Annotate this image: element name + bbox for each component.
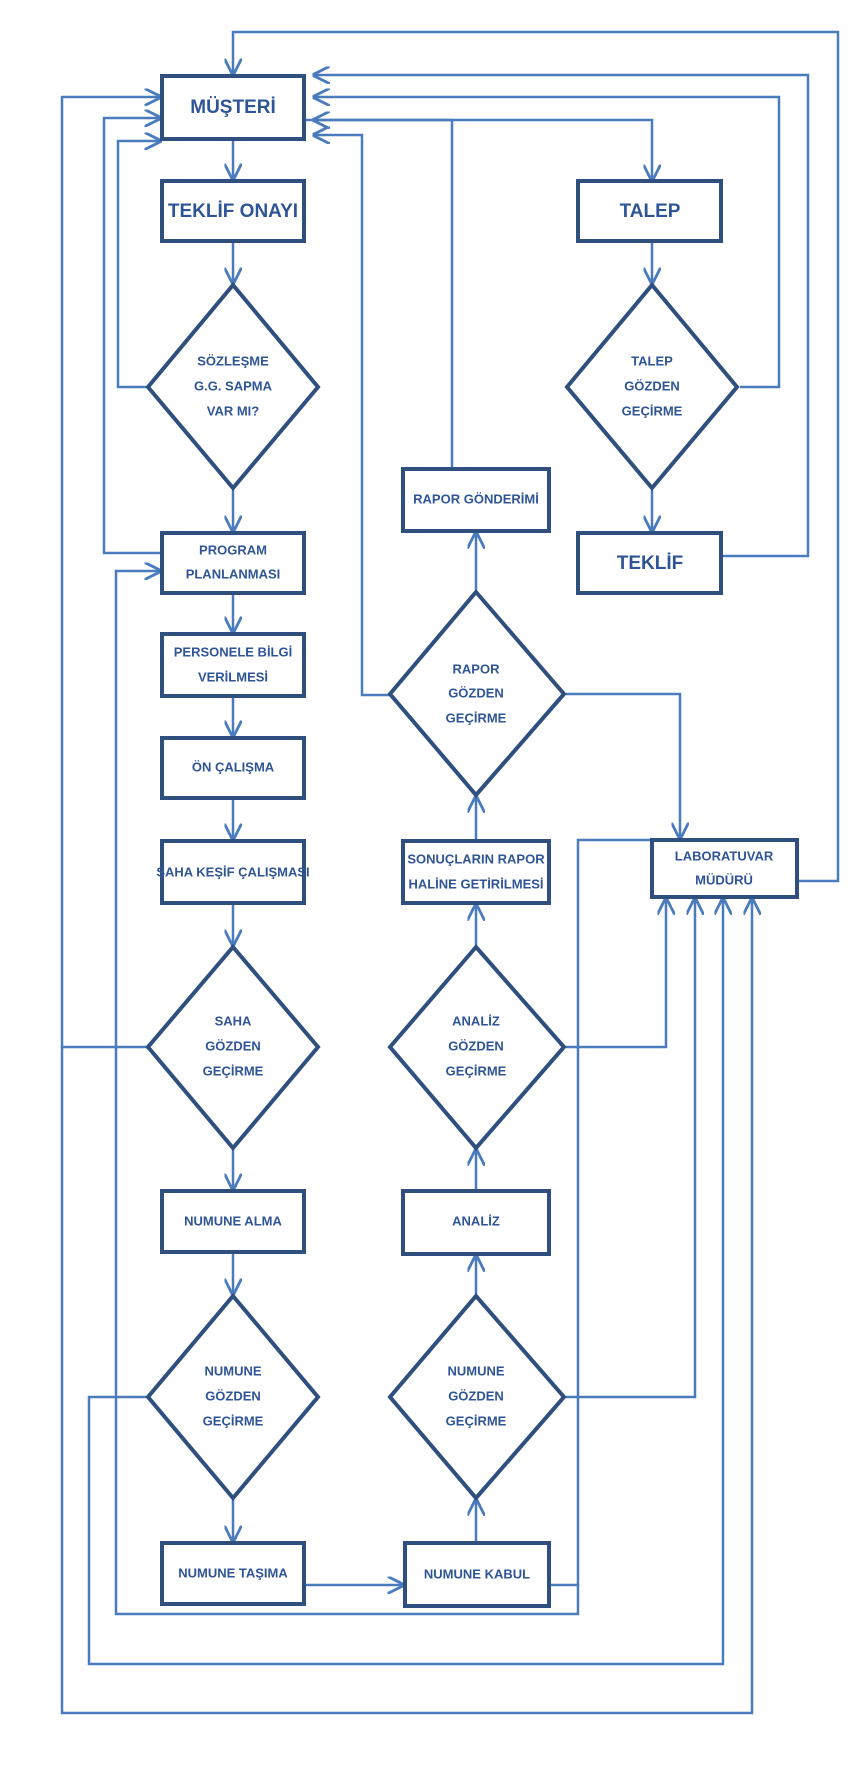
numune-gozden-left-line-3: GEÇİRME	[203, 1413, 264, 1428]
node-saha-gozden-diamond: SAHA GÖZDEN GEÇİRME	[145, 943, 321, 1152]
personele-line-2: VERİLMESİ	[198, 669, 268, 684]
edge-lab-muduru-musteri	[233, 30, 840, 883]
node-numune-tasima: NUMUNE TAŞIMA	[160, 1541, 306, 1606]
node-rapor-gonderimi: RAPOR GÖNDERİMİ	[401, 467, 551, 533]
program-line-1: PROGRAM	[199, 542, 267, 557]
personele-line-1: PERSONELE BİLGİ	[174, 644, 292, 659]
node-sonuclarin: SONUÇLARIN RAPOR HALİNE GETİRİLMESİ	[401, 839, 551, 905]
node-numune-gozden-left-diamond: NUMUNE GÖZDEN GEÇİRME	[145, 1292, 321, 1502]
edge-numune-gozden-lab	[87, 899, 723, 1666]
numune-gozden-left-line-1: NUMUNE	[204, 1363, 261, 1378]
node-numune-alma: NUMUNE ALMA	[160, 1189, 306, 1254]
lab-muduru-line-1: LABORATUVAR	[675, 848, 774, 863]
node-teklif-onayi: TEKLİF ONAYI	[160, 179, 306, 243]
teklif-onayi-label: TEKLİF ONAYI	[168, 201, 298, 222]
talep-gozden-line-2: GÖZDEN	[624, 378, 680, 393]
node-saha-kesif: SAHA KEŞİF ÇALIŞMASI	[156, 839, 310, 905]
saha-gozden-line-1: SAHA	[215, 1013, 252, 1028]
edge-program-musteri	[102, 118, 162, 555]
node-talep-gozden-diamond: TALEP GÖZDEN GEÇİRME	[564, 281, 740, 492]
edge-rapor-gonderimi-musteri	[314, 120, 454, 467]
edge-lab-side-in	[576, 838, 652, 1585]
analiz-gozden-line-3: GEÇİRME	[446, 1063, 507, 1078]
numune-gozden-right-line-2: GÖZDEN	[448, 1388, 504, 1403]
edge-rapor-gozden-lab	[566, 692, 680, 838]
edge-analiz-gozden-lab	[566, 899, 666, 1049]
analiz-gozden-line-2: GÖZDEN	[448, 1038, 504, 1053]
connectors	[60, 30, 840, 1715]
edge-tasima-loop-lab	[60, 899, 752, 1715]
lab-muduru-line-2: MÜDÜRÜ	[695, 872, 753, 887]
node-analiz: ANALİZ	[401, 1189, 551, 1256]
node-program: PROGRAM PLANLANMASI	[160, 531, 306, 595]
musteri-label: MÜŞTERİ	[190, 97, 276, 118]
sozlesme-line-2: G.G. SAPMA	[194, 378, 273, 393]
node-talep: TALEP	[576, 179, 723, 243]
numune-alma-label: NUMUNE ALMA	[184, 1213, 282, 1228]
edge-numune-kabul-program	[114, 571, 580, 1616]
numune-gozden-left-line-2: GÖZDEN	[205, 1388, 261, 1403]
numune-kabul-label: NUMUNE KABUL	[424, 1566, 530, 1581]
node-sozlesme-diamond: SÖZLEŞME G.G. SAPMA VAR MI?	[145, 281, 321, 492]
edge-musteri-talep	[305, 118, 652, 180]
saha-kesif-label: SAHA KEŞİF ÇALIŞMASI	[156, 864, 309, 879]
rapor-gozden-line-3: GEÇİRME	[446, 710, 507, 725]
edge-talep-gozden-musteri	[314, 97, 781, 389]
rapor-gozden-line-1: RAPOR	[453, 661, 501, 676]
saha-gozden-line-3: GEÇİRME	[203, 1063, 264, 1078]
talep-gozden-line-1: TALEP	[631, 353, 673, 368]
saha-gozden-line-2: GÖZDEN	[205, 1038, 261, 1053]
edge-numune-gozden-right-lab	[566, 899, 695, 1399]
edge-rapor-gozden-musteri	[314, 135, 392, 697]
node-on-calisma: ÖN ÇALIŞMA	[160, 736, 306, 800]
node-analiz-gozden-diamond: ANALİZ GÖZDEN GEÇİRME	[387, 943, 567, 1152]
talep-gozden-line-3: GEÇİRME	[622, 403, 683, 418]
numune-gozden-right-line-1: NUMUNE	[447, 1363, 504, 1378]
sozlesme-line-3: VAR MI?	[207, 403, 260, 418]
sonuclarin-line-1: SONUÇLARIN RAPOR	[407, 851, 545, 866]
analiz-label: ANALİZ	[452, 1213, 500, 1228]
node-numune-kabul: NUMUNE KABUL	[403, 1541, 551, 1608]
on-calisma-label: ÖN ÇALIŞMA	[192, 759, 275, 774]
node-personele: PERSONELE BİLGİ VERİLMESİ	[160, 632, 306, 698]
edge-teklif-musteri	[314, 75, 810, 558]
edge-sozlesme-musteri	[116, 141, 160, 389]
teklif-label: TEKLİF	[617, 553, 684, 574]
program-line-2: PLANLANMASI	[186, 566, 281, 581]
talep-label: TALEP	[620, 201, 681, 222]
sonuclarin-line-2: HALİNE GETİRİLMESİ	[408, 876, 543, 891]
node-teklif: TEKLİF	[576, 531, 723, 595]
numune-tasima-label: NUMUNE TAŞIMA	[178, 1565, 288, 1580]
analiz-gozden-line-1: ANALİZ	[452, 1013, 500, 1028]
sozlesme-line-1: SÖZLEŞME	[197, 353, 269, 368]
node-lab-muduru: LABORATUVAR MÜDÜRÜ	[650, 838, 799, 899]
numune-gozden-right-line-3: GEÇİRME	[446, 1413, 507, 1428]
node-rapor-gozden-diamond: RAPOR GÖZDEN GEÇİRME	[387, 588, 567, 799]
node-musteri: MÜŞTERİ	[160, 74, 306, 141]
edge-saha-gozden-musteri	[60, 97, 160, 1049]
rapor-gonderimi-label: RAPOR GÖNDERİMİ	[413, 491, 539, 506]
node-numune-gozden-right-diamond: NUMUNE GÖZDEN GEÇİRME	[387, 1292, 567, 1502]
rapor-gozden-line-2: GÖZDEN	[448, 685, 504, 700]
